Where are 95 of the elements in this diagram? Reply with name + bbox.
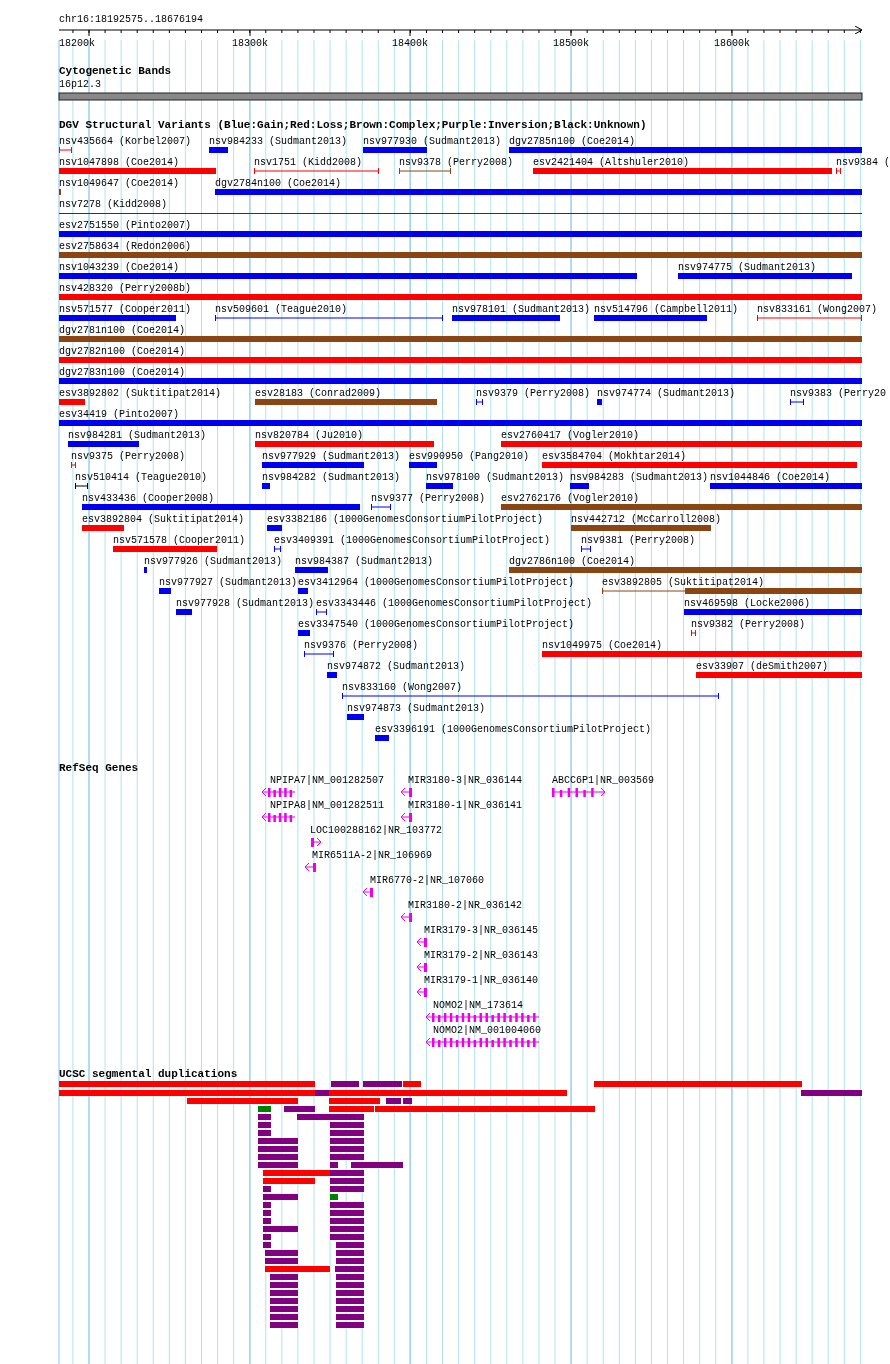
variant-label: esv3584704 (Mokhtar2014) (542, 451, 687, 462)
gene-label: MIR3179-1|NR_036140 (424, 975, 539, 986)
variant-label: esv3892804 (Suktitipat2014) (82, 514, 245, 525)
variant-label: nsv984282 (Sudmant2013) (262, 472, 401, 483)
gene-label: MIR6770-2|NR_107060 (370, 875, 485, 886)
variant-label: nsv833161 (Wong2007) (757, 304, 878, 315)
variant-label: nsv977928 (Sudmant2013) (176, 598, 315, 609)
tick-label: 18400k (392, 38, 428, 49)
tick-label: 18600k (714, 38, 750, 49)
tick-label: 18200k (59, 38, 95, 49)
gene-label: NPIPA8|NM_001282511 (270, 800, 385, 811)
variant-label: nsv509601 (Teague2010) (215, 304, 348, 315)
variant-label: nsv442712 (McCarroll2008) (571, 514, 722, 525)
variant-label: nsv977929 (Sudmant2013) (262, 451, 401, 462)
variant-label: esv2421404 (Altshuler2010) (533, 157, 690, 168)
variant-label: nsv9381 (Perry2008) (581, 535, 696, 546)
variant-label: esv2758634 (Redon2006) (59, 241, 192, 252)
variant-label: nsv514796 (Campbell2011) (594, 304, 739, 315)
variant-label: dgv2782n100 (Coe2014) (59, 346, 186, 357)
variant-label: nsv510414 (Teague2010) (75, 472, 208, 483)
track-title: UCSC segmental duplications (59, 1069, 238, 1080)
variant-label: nsv974872 (Sudmant2013) (327, 661, 466, 672)
variant-label: nsv9379 (Perry2008) (476, 388, 591, 399)
band-label: 16p12.3 (59, 79, 101, 90)
variant-label: nsv9378 (Perry2008) (399, 157, 514, 168)
variant-label: nsv984283 (Sudmant2013) (570, 472, 709, 483)
variant-label: nsv978100 (Sudmant2013) (426, 472, 565, 483)
track-title: RefSeq Genes (59, 763, 139, 774)
variant-label: nsv974775 (Sudmant2013) (678, 262, 817, 273)
track-title: Cytogenetic Bands (59, 66, 172, 77)
variant-label: nsv571578 (Cooper2011) (113, 535, 246, 546)
variant-label: nsv9377 (Perry2008) (371, 493, 486, 504)
variant-label: nsv984281 (Sudmant2013) (68, 430, 207, 441)
gene-label: MIR3179-2|NR_036143 (424, 950, 539, 961)
variant-label: nsv978101 (Sudmant2013) (452, 304, 591, 315)
variant-label: nsv977926 (Sudmant2013) (144, 556, 283, 567)
variant-label: nsv977927 (Sudmant2013) (159, 577, 298, 588)
coordinate-range: chr16:18192575..18676194 (59, 14, 204, 25)
variant-label: nsv974774 (Sudmant2013) (597, 388, 736, 399)
gene-label: NOMO2|NM_001004060 (433, 1025, 542, 1036)
variant-label: dgv2781n100 (Coe2014) (59, 325, 186, 336)
variant-label: nsv820784 (Ju2010) (255, 430, 364, 441)
variant-label: esv990950 (Pang2010) (409, 451, 530, 462)
variant-label: esv3892802 (Suktitipat2014) (59, 388, 222, 399)
variant-label: nsv433436 (Cooper2008) (82, 493, 215, 504)
variant-label: nsv428320 (Perry2008b) (59, 283, 192, 294)
gene-label: MIR3180-2|NR_036142 (408, 900, 523, 911)
variant-label: nsv571577 (Cooper2011) (59, 304, 192, 315)
gene-label: NOMO2|NM_173614 (433, 1000, 523, 1011)
variant-label: esv3409391 (1000GenomesConsortiumPilotProject) (274, 535, 551, 546)
tick-label: 18300k (232, 38, 268, 49)
gene-label: ABCC6P1|NR_003569 (552, 775, 655, 786)
variant-label: nsv977930 (Sudmant2013) (363, 136, 502, 147)
variant-label: nsv9376 (Perry2008) (304, 640, 419, 651)
variant-label: esv2751550 (Pinto2007) (59, 220, 192, 231)
variant-label: esv34419 (Pinto2007) (59, 409, 180, 420)
variant-label: nsv435664 (Korbel2007) (59, 136, 192, 147)
variant-label: nsv9383 (Perry20 (790, 388, 886, 399)
variant-label: nsv1044846 (Coe2014) (710, 472, 831, 483)
variant-label: nsv984233 (Sudmant2013) (209, 136, 348, 147)
variant-label: nsv1047898 (Coe2014) (59, 157, 180, 168)
variant-label: nsv984387 (Sudmant2013) (295, 556, 434, 567)
variant-label: nsv1049647 (Coe2014) (59, 178, 180, 189)
variant-label: esv2760417 (Vogler2010) (501, 430, 640, 441)
variant-label: dgv2785n100 (Coe2014) (509, 136, 636, 147)
gene-label: LOC100288162|NR_103772 (310, 825, 443, 836)
variant-label: nsv974873 (Sudmant2013) (347, 703, 486, 714)
variant-label: esv3382186 (1000GenomesConsortiumPilotProject) (267, 514, 544, 525)
variant-label: esv3412964 (1000GenomesConsortiumPilotProject) (298, 577, 575, 588)
variant-label: dgv2783n100 (Coe2014) (59, 367, 186, 378)
variant-label: nsv1049975 (Coe2014) (542, 640, 663, 651)
variant-label: esv28183 (Conrad2009) (255, 388, 382, 399)
variant-label: dgv2784n100 (Coe2014) (215, 178, 342, 189)
tick-label: 18500k (553, 38, 589, 49)
variant-label: nsv1751 (Kidd2008) (254, 157, 363, 168)
variant-label: esv3343446 (1000GenomesConsortiumPilotProject) (316, 598, 593, 609)
gene-label: MIR3180-3|NR_036144 (408, 775, 523, 786)
gene-label: MIR6511A-2|NR_106969 (312, 850, 433, 861)
variant-label: nsv1043239 (Coe2014) (59, 262, 180, 273)
variant-label: esv3396191 (1000GenomesConsortiumPilotProject) (375, 724, 652, 735)
variant-label: nsv469598 (Locke2006) (684, 598, 811, 609)
track-title: DGV Structural Variants (Blue:Gain;Red:Loss;Brown:Complex;Purple:Inversion;Black:Unknown) (59, 120, 647, 131)
variant-label: nsv9375 (Perry2008) (71, 451, 186, 462)
variant-label: dgv2786n100 (Coe2014) (509, 556, 636, 567)
variant-label: esv3347540 (1000GenomesConsortiumPilotProject) (298, 619, 575, 630)
gene-label: NPIPA7|NM_001282507 (270, 775, 385, 786)
variant-label: esv3892805 (Suktitipat2014) (602, 577, 765, 588)
variant-label: esv33907 (deSmith2007) (696, 661, 829, 672)
variant-label: nsv833160 (Wong2007) (342, 682, 463, 693)
variant-label: esv2762176 (Vogler2010) (501, 493, 640, 504)
variant-label: nsv9384 ( (836, 157, 890, 168)
gene-label: MIR3179-3|NR_036145 (424, 925, 539, 936)
variant-label: nsv9382 (Perry2008) (691, 619, 806, 630)
variant-label: nsv7278 (Kidd2008) (59, 199, 168, 210)
gene-label: MIR3180-1|NR_036141 (408, 800, 523, 811)
